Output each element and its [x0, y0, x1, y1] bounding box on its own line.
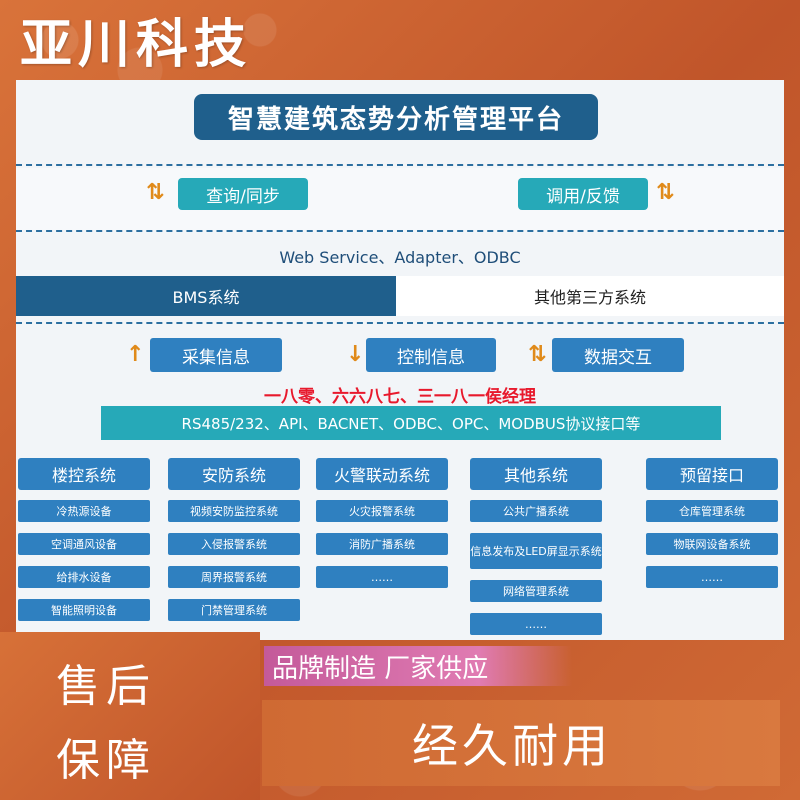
contact-note: 一八零、六六八七、三一八一侯经理 — [264, 387, 536, 407]
bms-system: BMS系统 — [16, 276, 396, 316]
list-item[interactable]: 网络管理系统 — [470, 580, 602, 602]
list-item[interactable]: 冷热源设备 — [18, 500, 150, 522]
dashed-divider — [16, 322, 784, 324]
column-security: 安防系统 视频安防监控系统 入侵报警系统 周界报警系统 门禁管理系统 — [168, 458, 300, 632]
interface-protocols: RS485/232、API、BACNET、ODBC、OPC、MODBUS协议接口… — [101, 406, 721, 440]
column-fire-alarm: 火警联动系统 火灾报警系统 消防广播系统 …… — [316, 458, 448, 599]
list-item[interactable]: 空调通风设备 — [18, 533, 150, 555]
up-down-arrow-icon: ⇅ — [146, 180, 165, 205]
collect-info-button[interactable]: 采集信息 — [150, 338, 282, 372]
query-sync-button[interactable]: 查询/同步 — [178, 178, 308, 210]
column-head[interactable]: 其他系统 — [470, 458, 602, 490]
column-head[interactable]: 火警联动系统 — [316, 458, 448, 490]
column-head[interactable]: 安防系统 — [168, 458, 300, 490]
column-other-systems: 其他系统 公共广播系统 信息发布及LED屏显示系统 网络管理系统 …… — [470, 458, 602, 646]
control-info-button[interactable]: 控制信息 — [366, 338, 496, 372]
list-item[interactable]: 智能照明设备 — [18, 599, 150, 621]
after-sales-line: 保障 — [56, 735, 156, 786]
down-arrow-icon: ↓ — [346, 342, 365, 367]
up-down-arrow-icon: ⇅ — [656, 180, 675, 205]
list-item[interactable]: 周界报警系统 — [168, 566, 300, 588]
brand-ribbon: 品牌制造 厂家供应 — [264, 646, 572, 686]
list-item[interactable]: …… — [316, 566, 448, 588]
up-down-arrow-icon: ⇅ — [528, 342, 547, 367]
after-sales-line: 售后 — [56, 661, 156, 712]
list-item[interactable]: 给排水设备 — [18, 566, 150, 588]
column-reserved-interface: 预留接口 仓库管理系统 物联网设备系统 …… — [646, 458, 778, 599]
third-party-system: 其他第三方系统 — [396, 276, 784, 316]
platform-title: 智慧建筑态势分析管理平台 — [194, 94, 598, 140]
protocol-line: Web Service、Adapter、ODBC — [279, 248, 521, 267]
list-item[interactable]: 物联网设备系统 — [646, 533, 778, 555]
list-item[interactable]: …… — [646, 566, 778, 588]
list-item[interactable]: 火灾报警系统 — [316, 500, 448, 522]
list-item[interactable]: 入侵报警系统 — [168, 533, 300, 555]
brand-title: 亚川科技 — [20, 15, 253, 75]
column-building-control: 楼控系统 冷热源设备 空调通风设备 给排水设备 智能照明设备 — [18, 458, 150, 632]
list-item[interactable]: …… — [470, 613, 602, 635]
data-exchange-button[interactable]: 数据交互 — [552, 338, 684, 372]
durable-banner: 经久耐用 — [262, 700, 780, 786]
dashed-divider — [16, 230, 784, 232]
call-feedback-button[interactable]: 调用/反馈 — [518, 178, 648, 210]
top-band — [16, 168, 784, 230]
list-item[interactable]: 公共广播系统 — [470, 500, 602, 522]
column-head[interactable]: 楼控系统 — [18, 458, 150, 490]
list-item[interactable]: 信息发布及LED屏显示系统 — [470, 533, 602, 569]
up-arrow-icon: ↑ — [126, 342, 145, 367]
architecture-diagram: 智慧建筑态势分析管理平台 ⇅ 查询/同步 调用/反馈 ⇅ Web Service… — [16, 80, 784, 640]
column-head[interactable]: 预留接口 — [646, 458, 778, 490]
list-item[interactable]: 消防广播系统 — [316, 533, 448, 555]
list-item[interactable]: 门禁管理系统 — [168, 599, 300, 621]
dashed-divider — [16, 164, 784, 166]
list-item[interactable]: 仓库管理系统 — [646, 500, 778, 522]
list-item[interactable]: 视频安防监控系统 — [168, 500, 300, 522]
after-sales-banner: 售后 保障 — [0, 632, 260, 800]
